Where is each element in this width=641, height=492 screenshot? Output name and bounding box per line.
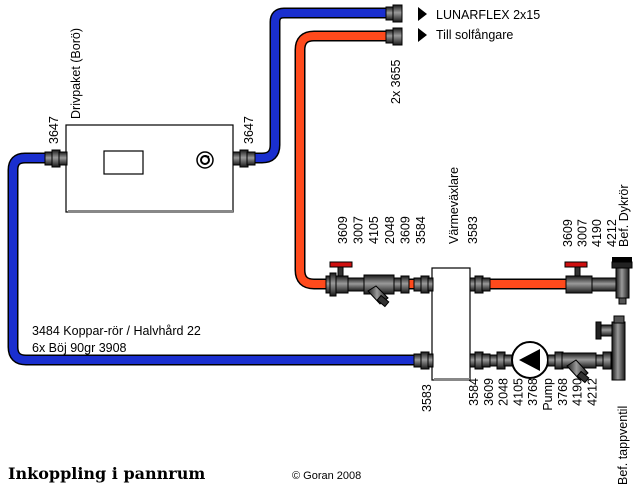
left-valve-assembly (325, 261, 410, 308)
label-solar: Till solfångare (436, 28, 513, 42)
label-3647-left: 3647 (47, 116, 61, 144)
part-code: 3609 (482, 378, 496, 406)
part-code: 3007 (576, 219, 590, 247)
shutoff-valve-handle-left (329, 261, 353, 268)
part-code: 3768 (556, 378, 570, 406)
pump-dial-icon (196, 151, 214, 169)
part-code: 3609 (398, 216, 412, 244)
label-copper: 3484 Koppar-rör / Halvhård 22 (32, 324, 201, 338)
right-valve-assembly (564, 257, 633, 305)
part-code: 4212 (585, 378, 599, 406)
part-code: 4105 (367, 216, 381, 244)
part-code: 3609 (336, 216, 350, 244)
immersion-tube-fitting (615, 265, 630, 299)
part-code: Pump (541, 378, 555, 411)
label-3647-right: 3647 (242, 116, 256, 144)
part-code: 4212 (605, 219, 619, 247)
cold-pipes (7, 7, 489, 366)
part-code: 2048 (497, 378, 511, 406)
label-3655: 2x 3655 (389, 59, 403, 104)
part-code: 4190 (590, 219, 604, 247)
drive-package (65, 124, 234, 213)
label-tappventil: Bef. tappventil (616, 406, 630, 485)
drive-display (103, 150, 144, 175)
hot-pipe-from-collector (294, 30, 392, 290)
part-code: 4190 (571, 378, 585, 406)
collector-connectors (385, 4, 427, 46)
label-dykror: Bef. Dykrör (617, 184, 631, 247)
label-3583-top: 3583 (466, 216, 480, 244)
part-code: 2048 (383, 216, 397, 244)
copyright: © Goran 2008 (292, 470, 361, 482)
diagram-title: Inkoppling i pannrum (8, 464, 205, 483)
label-bends: 6x Böj 90gr 3908 (32, 341, 127, 355)
part-code: 3007 (352, 216, 366, 244)
part-code: 3584 (467, 378, 481, 406)
part-code: 3609 (561, 219, 575, 247)
part-code: 3584 (414, 216, 428, 244)
hot-pipes (294, 30, 568, 290)
part-code: 4105 (511, 378, 525, 406)
drain-valve-fitting (611, 321, 626, 381)
pump-assembly (489, 315, 626, 384)
shutoff-valve-handle-right (564, 261, 588, 268)
label-drivpaket: Drivpaket (Borö) (69, 28, 83, 119)
arrow-solar (418, 28, 427, 42)
arrow-lunarflex (418, 7, 427, 21)
box-connectors (44, 149, 256, 168)
labels: LUNARFLEX 2x15 Till solfångare Drivpaket… (8, 8, 631, 485)
part-code: 3768 (526, 378, 540, 406)
label-varmevaxlare: Värmeväxlare (447, 167, 461, 244)
label-lunarflex: LUNARFLEX 2x15 (436, 8, 540, 22)
heat-exchanger (413, 267, 491, 381)
label-3583-bottom: 3583 (420, 384, 434, 412)
pump-arrow (519, 349, 540, 371)
